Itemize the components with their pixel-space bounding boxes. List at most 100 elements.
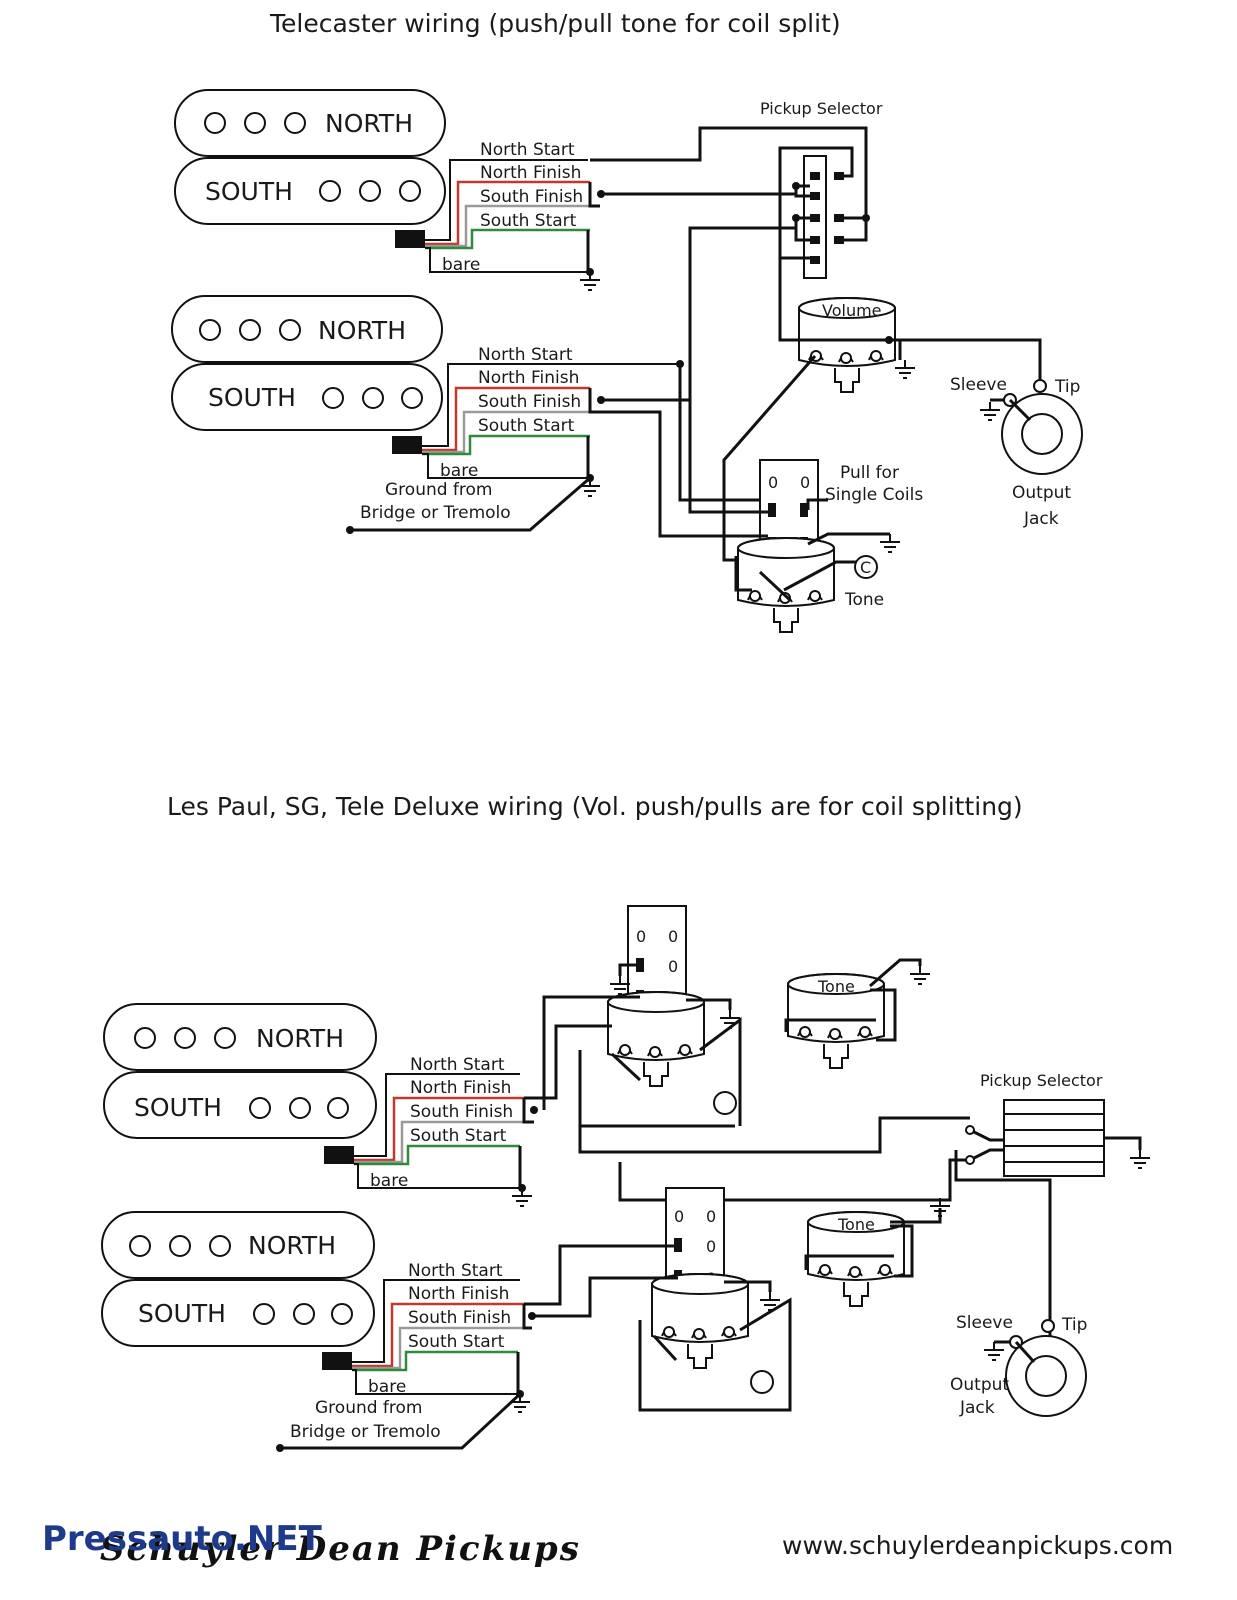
- wire-label: South Finish: [480, 187, 583, 207]
- svg-text:0: 0: [668, 927, 678, 946]
- volume-label: Volume: [822, 301, 882, 320]
- lespaul-diagram: Les Paul, SG, Tele Deluxe wiring (Vol. p…: [101, 792, 1151, 1452]
- wire-label: North Finish: [408, 1284, 509, 1304]
- pole-piece: [244, 112, 266, 134]
- pole-piece: [362, 387, 384, 409]
- pole-piece: [199, 319, 221, 341]
- south-label: SOUTH: [205, 177, 293, 206]
- top-pickup-a-wires: North Start North Finish South Finish So…: [425, 140, 605, 291]
- pull-label-line2: Single Coils: [825, 485, 923, 505]
- cable-boot: [392, 436, 422, 454]
- jack-label-line1: Output: [950, 1375, 1009, 1395]
- bottom-output-jack: Sleeve Tip Output Jack: [950, 1180, 1087, 1418]
- svg-text:0: 0: [706, 1207, 716, 1226]
- svg-text:0: 0: [636, 927, 646, 946]
- pole-piece: [204, 112, 226, 134]
- wire-label: North Start: [478, 345, 573, 365]
- pole-piece: [319, 180, 341, 202]
- wire-label: South Start: [410, 1126, 507, 1146]
- wire-label: North Start: [408, 1261, 503, 1281]
- svg-text:0: 0: [706, 1237, 716, 1256]
- wire-label: bare: [442, 255, 480, 275]
- pole-piece: [279, 319, 301, 341]
- wire-label: South Finish: [410, 1102, 513, 1122]
- top-pickup-b-wires: North Start North Finish South Finish So…: [346, 345, 680, 534]
- bottom-pickup-b: NORTH SOUTH: [101, 1211, 375, 1370]
- tip-label: Tip: [1054, 377, 1080, 397]
- wire-label: South Start: [478, 416, 575, 436]
- ground-label-line1: Ground from: [385, 480, 493, 500]
- bottom-tone-2: Tone: [804, 1197, 951, 1307]
- pole-piece: [401, 387, 423, 409]
- north-label: NORTH: [325, 109, 413, 138]
- north-label: NORTH: [318, 316, 406, 345]
- top-pickup-b-north-coil: [171, 295, 443, 363]
- svg-text:0: 0: [668, 957, 678, 976]
- pole-piece: [399, 180, 421, 202]
- wire-label: South Finish: [408, 1308, 511, 1328]
- cable-boot: [395, 230, 425, 248]
- website-url: www.schuylerdeanpickups.com: [782, 1531, 1173, 1560]
- wire-label: bare: [370, 1171, 408, 1191]
- bottom-pickup-b-wires: North Start North Finish South Finish So…: [276, 1261, 536, 1452]
- lespaul-title: Les Paul, SG, Tele Deluxe wiring (Vol. p…: [167, 792, 1023, 821]
- tone-label: Tone: [844, 590, 884, 610]
- top-pickup-b: NORTH SOUTH: [171, 295, 443, 454]
- wire-label: North Finish: [410, 1078, 511, 1098]
- sleeve-label: Sleeve: [956, 1313, 1013, 1333]
- cap-label: C: [860, 558, 871, 577]
- tone-1-label: Tone: [817, 977, 855, 996]
- bottom-volume-1: 0 0 0 0: [524, 905, 742, 1128]
- top-output-jack: Sleeve Tip Output Jack: [950, 375, 1083, 529]
- ground-label-line1: Ground from: [315, 1398, 423, 1418]
- telecaster-diagram: Telecaster wiring (push/pull tone for co…: [171, 9, 1083, 633]
- jack-label-line2: Jack: [1023, 509, 1059, 529]
- south-label: SOUTH: [138, 1299, 226, 1328]
- svg-text:0: 0: [768, 473, 778, 492]
- brand-logo: Schuyler Dean Pickups: [100, 1529, 581, 1569]
- ground-label-line2: Bridge or Tremolo: [360, 503, 511, 523]
- watermark: Pressauto.NET: [42, 1519, 323, 1559]
- svg-text:0: 0: [800, 473, 810, 492]
- sleeve-label: Sleeve: [950, 375, 1007, 395]
- footer: Schuyler Dean Pickups www.schuylerdeanpi…: [42, 1519, 1173, 1569]
- wire-label: South Start: [480, 211, 577, 231]
- jack-label-line1: Output: [1012, 483, 1071, 503]
- bottom-pickup-a-wires: North Start North Finish South Finish So…: [354, 1055, 538, 1207]
- tip-label: Tip: [1061, 1315, 1087, 1335]
- tone-2-label: Tone: [837, 1215, 875, 1234]
- wire-label: bare: [368, 1377, 406, 1397]
- telecaster-title: Telecaster wiring (push/pull tone for co…: [269, 9, 841, 38]
- bottom-pickup-selector: Pickup Selector: [578, 1071, 1151, 1340]
- bottom-volume-2: 0 0 0 0: [524, 1187, 792, 1412]
- pole-piece: [284, 112, 306, 134]
- jack-label-line2: Jack: [959, 1398, 995, 1418]
- wire-label: North Start: [480, 140, 575, 160]
- pickup-selector-label: Pickup Selector: [760, 99, 883, 118]
- top-pickup-a-south-coil: [174, 157, 446, 225]
- top-pickup-b-south-coil: [171, 363, 443, 431]
- wire-label: North Finish: [480, 163, 581, 183]
- north-label: NORTH: [256, 1024, 344, 1053]
- bottom-pickup-a: NORTH SOUTH: [103, 1003, 377, 1164]
- pole-piece: [359, 180, 381, 202]
- wire-label: South Start: [408, 1332, 505, 1352]
- south-label: SOUTH: [208, 383, 296, 412]
- north-label: NORTH: [248, 1231, 336, 1260]
- pull-label-line1: Pull for: [840, 463, 899, 483]
- wire-label: bare: [440, 461, 478, 481]
- top-pickup-a-north-coil: [174, 89, 446, 157]
- pickup-selector-label: Pickup Selector: [980, 1071, 1103, 1090]
- bottom-tone-1: Tone: [784, 958, 931, 1069]
- south-label: SOUTH: [134, 1093, 222, 1122]
- top-pickup-a: NORTH SOUTH: [174, 89, 446, 248]
- wire-label: North Finish: [478, 368, 579, 388]
- pole-piece: [239, 319, 261, 341]
- wire-label: South Finish: [478, 392, 581, 412]
- pole-piece: [322, 387, 344, 409]
- ground-label-line2: Bridge or Tremolo: [290, 1422, 441, 1442]
- top-tone-pushpull: 0 0 Pull for Single Coils Tone C: [600, 228, 923, 633]
- svg-text:0: 0: [674, 1207, 684, 1226]
- wire-label: North Start: [410, 1055, 505, 1075]
